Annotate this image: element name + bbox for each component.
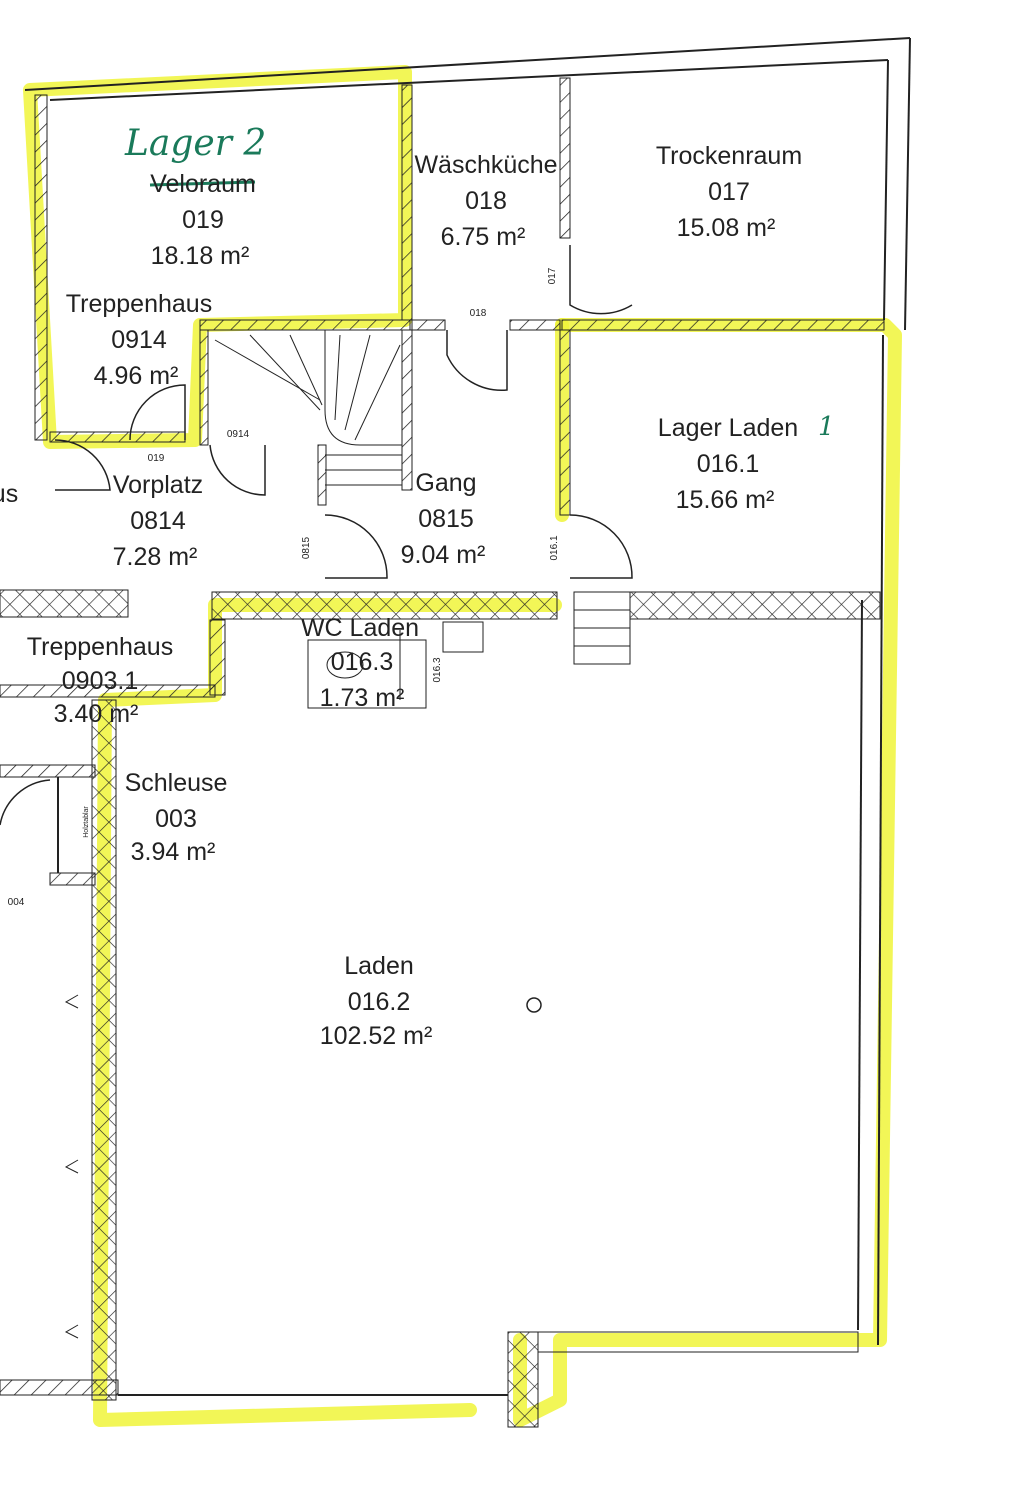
door-swings xyxy=(0,245,633,826)
walls xyxy=(0,37,911,1428)
svg-text:016.1: 016.1 xyxy=(549,535,560,560)
handwritten-lager1-mark: 1 xyxy=(818,412,835,442)
svg-text:0815: 0815 xyxy=(301,536,312,559)
staircase-0914 xyxy=(214,330,402,486)
svg-text:0903.1: 0903.1 xyxy=(62,667,138,695)
svg-text:004: 004 xyxy=(8,897,25,908)
svg-text:017: 017 xyxy=(708,178,750,206)
wc-fixtures xyxy=(326,621,484,700)
svg-text:18.18 m²: 18.18 m² xyxy=(151,242,250,270)
svg-text:7.28 m²: 7.28 m² xyxy=(113,543,198,571)
room-schleuse: Schleuse 003 3.94 m² xyxy=(125,769,228,866)
svg-text:15.66 m²: 15.66 m² xyxy=(676,486,775,514)
svg-text:Holztablar: Holztablar xyxy=(83,806,90,838)
svg-text:3.94 m²: 3.94 m² xyxy=(131,838,216,866)
room-treppenhaus-0903: Treppenhaus 0903.1 3.40 m² xyxy=(27,633,173,728)
svg-text:016.2: 016.2 xyxy=(348,988,411,1016)
svg-text:Vorplatz: Vorplatz xyxy=(113,471,203,499)
room-gang: Gang 0815 9.04 m² xyxy=(401,469,486,569)
svg-text:102.52 m²: 102.52 m² xyxy=(320,1022,433,1050)
window-markers xyxy=(64,994,79,1339)
svg-text:0815: 0815 xyxy=(418,505,474,533)
svg-text:3.40 m²: 3.40 m² xyxy=(54,700,139,728)
svg-text:6.75 m²: 6.75 m² xyxy=(441,223,526,251)
room-laden: Laden 016.2 102.52 m² xyxy=(320,952,433,1050)
room-treppenhaus-0914: Treppenhaus 0914 4.96 m² xyxy=(66,290,212,390)
svg-text:Gang: Gang xyxy=(415,469,476,497)
svg-text:019: 019 xyxy=(148,453,165,464)
svg-text:016.3: 016.3 xyxy=(331,648,394,676)
svg-text:9.04 m²: 9.04 m² xyxy=(401,541,486,569)
column-marker xyxy=(526,997,542,1013)
svg-text:003: 003 xyxy=(155,805,197,833)
strikethrough-line xyxy=(149,180,256,187)
svg-text:Trockenraum: Trockenraum xyxy=(656,142,802,170)
door-labels: 017 018 0914 019 0815 016.1 016.3 004 Ho… xyxy=(8,267,560,908)
svg-text:Treppenhaus: Treppenhaus xyxy=(27,633,173,661)
svg-text:Laden: Laden xyxy=(344,952,414,980)
room-trockenraum: Trockenraum 017 15.08 m² xyxy=(656,142,802,242)
room-vorplatz: Vorplatz 0814 7.28 m² xyxy=(113,471,204,571)
svg-text:4.96 m²: 4.96 m² xyxy=(94,362,179,390)
svg-text:Lager Laden: Lager Laden xyxy=(658,414,798,442)
svg-text:018: 018 xyxy=(470,308,487,319)
handwritten-lager2: Lager 2 xyxy=(124,123,266,164)
svg-text:15.08 m²: 15.08 m² xyxy=(677,214,776,242)
partial-room-label: us xyxy=(0,480,18,508)
room-veloraum: Veloraum 019 18.18 m² xyxy=(150,170,256,270)
entry-steps xyxy=(573,591,631,665)
svg-text:018: 018 xyxy=(465,187,507,215)
svg-text:Treppenhaus: Treppenhaus xyxy=(66,290,212,318)
svg-text:0814: 0814 xyxy=(130,507,186,535)
svg-text:WC Laden: WC Laden xyxy=(301,614,419,642)
svg-text:0914: 0914 xyxy=(227,429,250,440)
room-wc-laden: WC Laden 016.3 1.73 m² xyxy=(301,614,419,712)
svg-text:017: 017 xyxy=(547,267,558,284)
svg-text:Wäschküche: Wäschküche xyxy=(414,151,557,179)
room-lager-laden: Lager Laden 016.1 15.66 m² xyxy=(658,414,798,514)
svg-text:Veloraum: Veloraum xyxy=(150,170,256,198)
svg-text:016.1: 016.1 xyxy=(697,450,760,478)
svg-text:019: 019 xyxy=(182,206,224,234)
svg-text:0914: 0914 xyxy=(111,326,167,354)
svg-text:Schleuse: Schleuse xyxy=(125,769,228,797)
svg-text:1.73 m²: 1.73 m² xyxy=(320,684,405,712)
room-waschkuche: Wäschküche 018 6.75 m² xyxy=(414,151,557,251)
yellow-highlight-laden xyxy=(93,598,562,1427)
svg-text:016.3: 016.3 xyxy=(432,657,443,682)
